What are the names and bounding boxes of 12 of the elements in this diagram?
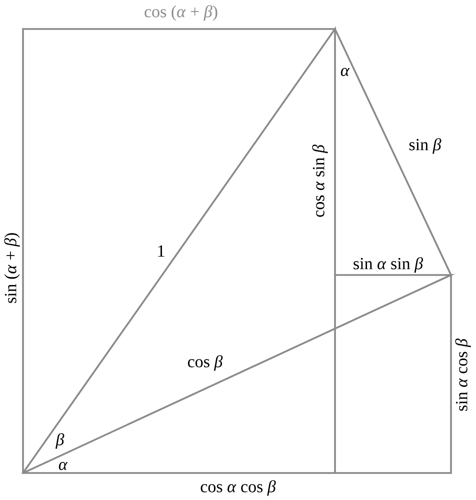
angle-label: α [58,462,68,470]
side-label: cos α cos β [200,480,276,496]
angle-label: α [340,68,350,76]
side-label: cos (α + β) [144,5,218,21]
side-label: sin β [409,138,442,154]
side-label: 1 [158,245,164,257]
side-label: sin (α + β) [4,233,20,303]
side-label: sin α cos β [455,338,471,411]
side-label: cos α sin β [312,144,328,217]
side-label: sin α sin β [354,257,424,273]
angle-label: β [56,433,64,449]
side-label: cos β [188,355,223,371]
